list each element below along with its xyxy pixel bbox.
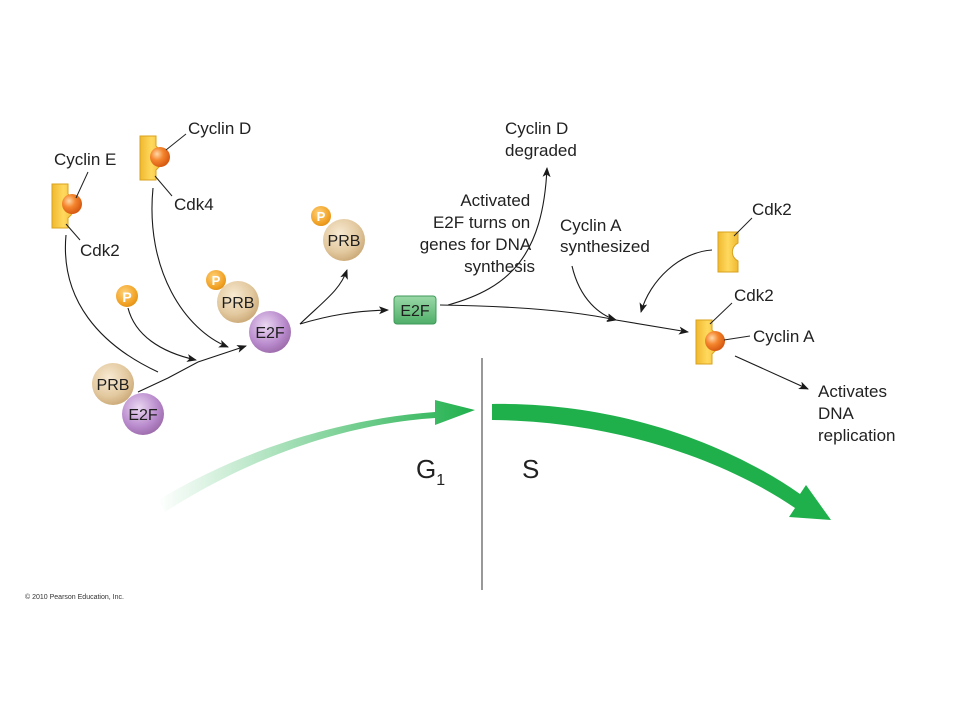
prb-label: PRB — [328, 233, 361, 250]
phosphate-free: P — [116, 285, 138, 307]
cdk2-left-leader — [65, 223, 81, 241]
cdk2-free-leader — [733, 217, 753, 237]
cyclin-e-sphere — [62, 194, 82, 214]
e2f-label: E2F — [128, 407, 158, 424]
copyright-credit: © 2010 Pearson Education, Inc. — [25, 593, 124, 601]
cyclin-d-degraded-label: Cyclin D degraded — [505, 119, 577, 160]
phospho-prb-released: P PRB — [311, 206, 365, 261]
s-phase-arrow — [492, 403, 831, 520]
e2f-sphere — [249, 311, 291, 353]
svg-text:P: P — [122, 289, 131, 305]
cyclin-a-synthesized-label: Cyclin A synthesized — [560, 216, 650, 256]
cdk2-complex-label: Cdk2 — [734, 286, 774, 305]
cdk2-complex-leader — [709, 302, 733, 325]
prb-e2f-complex-initial: PRB E2F — [92, 363, 164, 435]
prb-sphere — [217, 281, 259, 323]
g1-phase-arrow — [158, 400, 475, 512]
s-phase-label: S — [522, 454, 539, 484]
cdk2-kinase-free — [717, 231, 739, 273]
prb-label: PRB — [222, 295, 255, 312]
cyclin-d-cdk4-complex — [139, 135, 170, 181]
cyclin-d-label: Cyclin D — [188, 119, 251, 138]
svg-text:P: P — [212, 273, 221, 288]
cyclin-a-sphere — [705, 331, 725, 351]
activates-dna-label: Activates DNA replication — [818, 382, 896, 445]
phosphate-on-prb — [206, 270, 226, 290]
cyclin-a-label: Cyclin A — [753, 327, 815, 346]
cyclin-a-leader — [723, 335, 751, 341]
cdk4-label: Cdk4 — [174, 195, 214, 214]
cyclin-e-leader — [75, 171, 89, 199]
cyclin-e-label: Cyclin E — [54, 150, 116, 169]
phosphate-on-prb — [311, 206, 331, 226]
svg-text:P: P — [317, 209, 326, 224]
phospho-prb-e2f-complex: P PRB E2F — [206, 270, 291, 353]
prb-label: PRB — [97, 377, 130, 394]
cdk2-free-label: Cdk2 — [752, 200, 792, 219]
e2f-label: E2F — [255, 325, 285, 342]
prb-sphere — [92, 363, 134, 405]
g1-phase-label: G1 — [416, 454, 445, 489]
cyclin-d-leader — [165, 133, 187, 151]
svg-text:E2F: E2F — [400, 303, 430, 320]
cyclin-e-cdk2-complex — [51, 183, 82, 229]
activated-e2f-label: Activated E2F turns on genes for DNA syn… — [420, 191, 535, 276]
reaction-arrows — [64, 167, 809, 393]
cdk4-leader — [154, 175, 173, 197]
prb-sphere — [323, 219, 365, 261]
e2f-free-activated: E2F — [393, 295, 437, 325]
cyclin-a-cdk2-complex — [695, 319, 725, 365]
e2f-sphere — [122, 393, 164, 435]
cyclin-d-sphere — [150, 147, 170, 167]
cdk2-left-label: Cdk2 — [80, 241, 120, 260]
